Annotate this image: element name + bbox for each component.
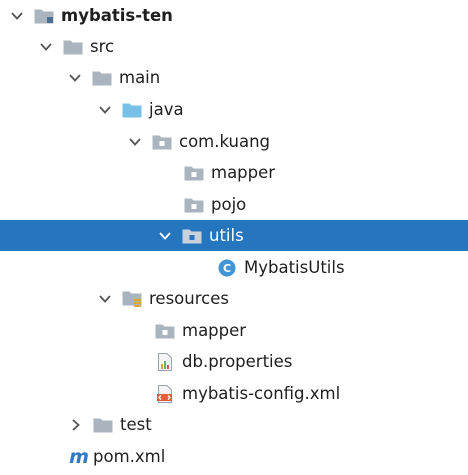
tree-label: test [120,415,152,434]
tree-row-db-properties[interactable]: db.properties [0,346,468,377]
tree-row-java[interactable]: java [0,94,468,125]
tree-row-com-kuang[interactable]: com.kuang [0,126,468,157]
tree-label: main [119,68,161,87]
class-icon: C [217,259,237,277]
tree-label: utils [209,226,244,245]
package-icon [152,133,172,151]
tree-row-mybatis-ten[interactable]: mybatis-ten [0,0,468,31]
tree-row-utils[interactable]: utils [0,220,468,251]
module-folder-icon [34,7,54,25]
package-icon [182,227,202,245]
tree-row-mapper[interactable]: mapper [0,157,468,188]
chevron-down-icon[interactable] [98,103,112,117]
tree-row-pojo[interactable]: pojo [0,189,468,220]
chevron-right-icon[interactable] [69,418,83,432]
tree-row-resources[interactable]: resources [0,283,468,314]
tree-label: mapper [211,163,276,182]
chevron-down-icon[interactable] [68,71,82,85]
folder-icon [92,69,112,87]
xml-file-icon [155,384,175,403]
folder-icon [93,416,113,434]
tree-row-src[interactable]: src [0,31,468,62]
chevron-down-icon[interactable] [128,135,142,149]
tree-label: com.kuang [179,132,271,151]
tree-label: MybatisUtils [244,258,345,277]
tree-label: src [90,37,115,56]
tree-label: mybatis-config.xml [182,384,341,403]
tree-row-resources-mapper[interactable]: mapper [0,315,468,346]
resources-folder-icon [122,290,142,308]
maven-pom-icon: m [69,448,89,466]
tree-label: pojo [211,195,247,214]
chevron-down-icon[interactable] [98,292,112,306]
class-icon-letter: C [223,262,231,275]
chevron-down-icon[interactable] [158,229,172,243]
tree-row-mybatis-config-xml[interactable]: mybatis-config.xml [0,378,468,409]
package-icon [184,164,204,182]
tree-row-main[interactable]: main [0,62,468,93]
folder-icon [63,38,83,56]
tree-label: java [149,100,184,119]
tree-label: db.properties [182,352,293,371]
chevron-down-icon[interactable] [10,9,24,23]
tree-label: resources [149,289,229,308]
package-icon [155,322,175,340]
tree-row-pom-xml[interactable]: m pom.xml [0,441,468,472]
source-folder-icon [122,101,142,119]
tree-row-test[interactable]: test [0,409,468,440]
tree-label: mybatis-ten [61,6,173,25]
tree-label: pom.xml [93,447,166,466]
tree-row-mybatisutils[interactable]: C MybatisUtils [0,252,468,283]
tree-label: mapper [182,321,247,340]
package-icon [184,196,204,214]
maven-icon-letter: m [69,448,89,466]
properties-file-icon [155,352,175,371]
chevron-down-icon[interactable] [39,40,53,54]
